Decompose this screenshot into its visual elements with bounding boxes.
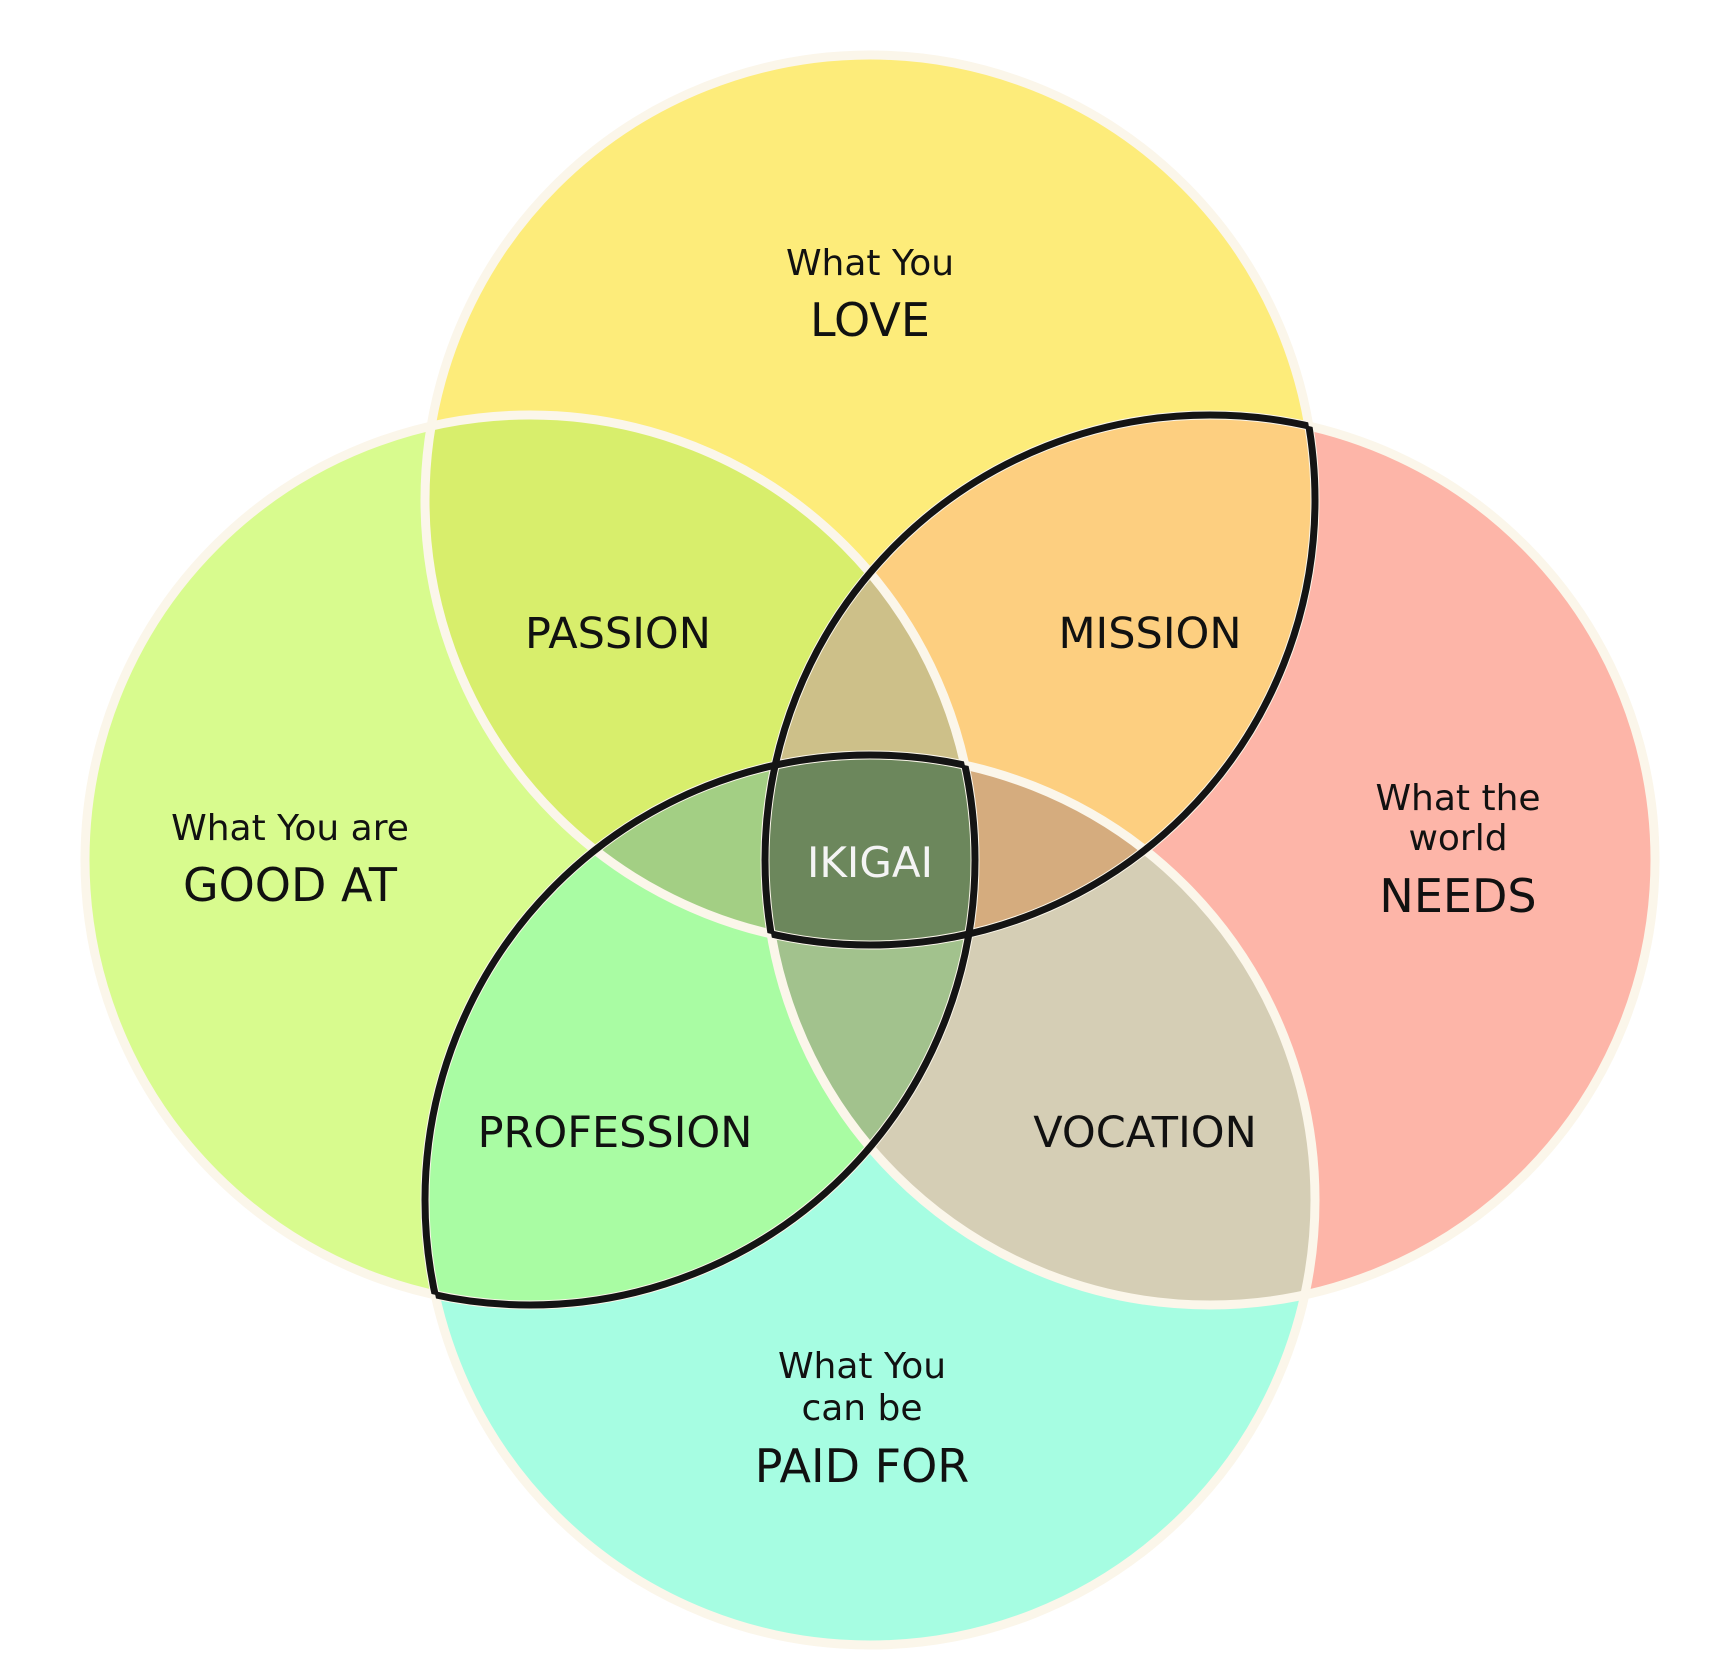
needs-line-1: What the (1375, 778, 1540, 819)
passion-label: PASSION (525, 609, 711, 659)
lens-outlines (421, 411, 1319, 1309)
vocation-label: VOCATION (1033, 1108, 1257, 1158)
good-at-emphasis: GOOD AT (183, 858, 398, 912)
needs-line-2: world (1408, 818, 1507, 859)
ikigai-label: IKIGAI (807, 838, 933, 887)
love-line-1: What You (786, 243, 954, 284)
paid-for-line-1: What You (778, 1346, 946, 1387)
mission-label: MISSION (1058, 609, 1241, 659)
paid-for-line-2: can be (801, 1388, 922, 1429)
profession-label: PROFESSION (478, 1108, 753, 1158)
paid-for-emphasis: PAID FOR (755, 1439, 970, 1493)
good-at-line-1: What You are (171, 808, 409, 849)
needs-emphasis: NEEDS (1379, 869, 1536, 923)
love-emphasis: LOVE (810, 293, 930, 347)
